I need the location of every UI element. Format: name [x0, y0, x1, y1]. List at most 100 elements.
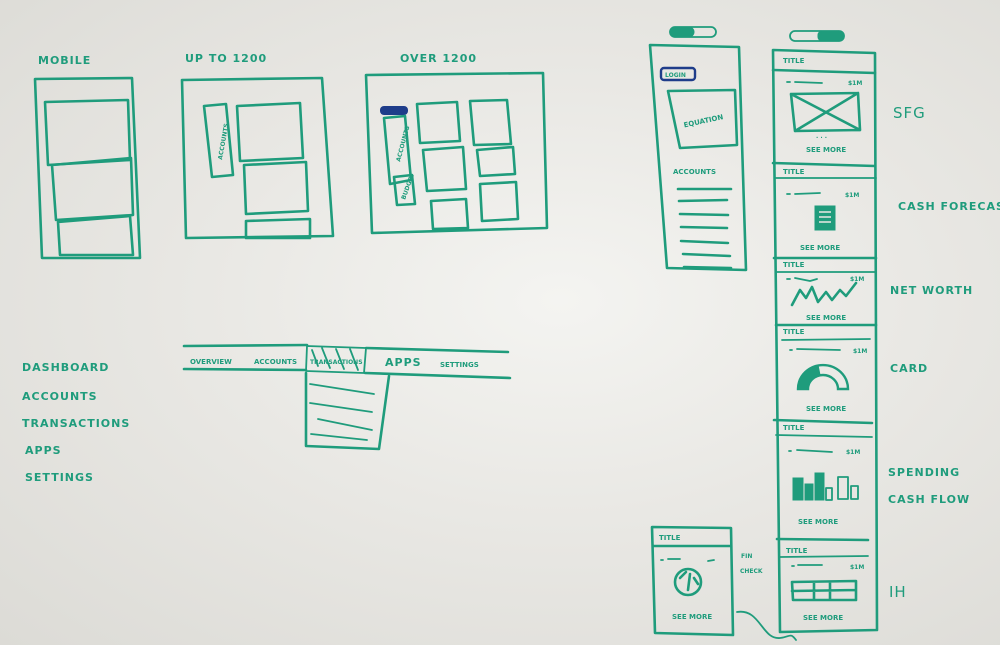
mobile-label: MOBILE — [38, 54, 91, 67]
card-divider — [771, 68, 877, 75]
desktop-frame — [364, 71, 549, 235]
login-button-label: LOGIN — [665, 72, 686, 79]
see-more-link: SEE MORE — [798, 518, 838, 526]
bar — [804, 483, 814, 501]
side-label-cash-forecast: CASH FORECAST — [898, 200, 1000, 213]
side-labels: SFG CASH FORECAST NET WORTH CARD SPENDIN… — [888, 104, 1000, 601]
nav-tab: ACCOUNTS — [254, 358, 297, 366]
gauge-fill — [797, 364, 821, 390]
up-to-1200-label: UP TO 1200 — [185, 52, 267, 65]
pagination-dots: . . . — [816, 133, 827, 140]
fin-check-frame — [650, 525, 735, 637]
phone-frame — [648, 43, 748, 272]
card-subtitle-scribble — [660, 558, 715, 562]
mobile-layout: MOBILE — [33, 54, 142, 260]
fin-check-label: CHECK — [740, 568, 763, 575]
equation-label: EQUATION — [683, 113, 724, 129]
nav-list-item: ACCOUNTS — [22, 390, 98, 403]
phone-cards-sketch: TITLE $1M . . . SEE MORE TITLE $1M SEE M… — [771, 30, 879, 634]
nav-list-item: SETTINGS — [25, 471, 94, 484]
card-divider — [771, 161, 877, 168]
tablet-sidebar — [202, 102, 235, 179]
table-icon — [790, 579, 858, 602]
nav-bar-bottom-line — [182, 367, 512, 380]
card-subtitle-scribble — [774, 177, 877, 195]
bar-chart-icon — [792, 472, 859, 501]
health-dial-icon — [673, 567, 703, 597]
card-value: $1M — [846, 449, 860, 456]
desktop-sidebar — [382, 114, 413, 186]
mobile-frame — [33, 76, 142, 260]
over-1200-label: OVER 1200 — [400, 52, 477, 65]
tablet-block — [244, 217, 312, 240]
account-list-lines — [676, 187, 733, 270]
phone-column-frame — [771, 48, 879, 634]
bar — [850, 485, 859, 500]
card-value: $1M — [850, 276, 864, 283]
equation-box — [666, 88, 739, 150]
card-subtitle-scribble — [779, 555, 869, 567]
see-more-link: SEE MORE — [800, 244, 840, 252]
card-title: TITLE — [783, 424, 805, 432]
card-value: $1M — [850, 564, 864, 571]
desktop-tile — [415, 100, 462, 145]
see-more-link: SEE MORE — [672, 613, 712, 621]
see-more-link: SEE MORE — [806, 314, 846, 322]
nav-list-item: DASHBOARD — [22, 361, 109, 374]
nav-list-item: APPS — [25, 444, 62, 457]
login-button — [659, 66, 697, 82]
card-value: $1M — [853, 348, 867, 355]
side-label-spending: SPENDING — [888, 466, 960, 479]
desktop-tile — [421, 145, 468, 193]
desktop-small-card — [392, 173, 417, 207]
desktop-logo-pill — [380, 106, 408, 115]
nav-tab-active: TRANSACTIONS — [310, 359, 363, 366]
nav-tab-active-hatch — [305, 345, 367, 374]
fin-check-label: FIN — [741, 553, 752, 560]
card-title: TITLE — [783, 261, 805, 269]
line-chart-icon — [790, 281, 858, 307]
clipboard-lines — [819, 211, 831, 223]
see-more-link: SEE MORE — [806, 405, 846, 413]
side-label-sfg: SFG — [893, 104, 926, 122]
bar — [837, 476, 849, 500]
nav-tab: OVERVIEW — [190, 358, 232, 366]
see-more-link: SEE MORE — [803, 614, 843, 622]
bar — [825, 487, 833, 501]
tablet-accounts-label: ACCOUNTS — [217, 123, 230, 161]
nav-list-item: TRANSACTIONS — [22, 417, 130, 430]
phone-login-sketch: LOGIN EQUATION ACCOUNTS — [648, 26, 748, 272]
connector-arrow — [736, 611, 797, 641]
nav-bar-sketch: OVERVIEW ACCOUNTS TRANSACTIONS APPS SETT… — [182, 343, 512, 451]
tablet-block — [235, 101, 305, 163]
marker-cap-fill — [817, 30, 845, 42]
nav-tab: SETTINGS — [440, 361, 479, 369]
card-title: TITLE — [786, 547, 808, 555]
tablet-layout: UP TO 1200 ACCOUNTS — [180, 52, 335, 240]
mobile-block — [56, 214, 135, 257]
marker-cap-fill — [669, 26, 695, 38]
side-label-card: CARD — [890, 362, 928, 375]
desktop-layout: OVER 1200 ACCOUNTS BUDGET — [364, 52, 549, 235]
card-title: TITLE — [659, 534, 681, 542]
mobile-block — [43, 98, 132, 167]
bar — [792, 477, 804, 501]
card-divider — [772, 418, 874, 425]
image-placeholder-icon — [789, 91, 862, 133]
card-title: TITLE — [783, 168, 805, 176]
card-subtitle-scribble — [786, 81, 823, 84]
nav-bar-top-line — [182, 343, 510, 354]
nav-tab: APPS — [385, 356, 422, 369]
card-value: $1M — [848, 80, 862, 87]
clipboard-icon — [814, 205, 836, 231]
card-value: $1M — [845, 192, 859, 199]
card-title: TITLE — [783, 57, 805, 65]
phone-accounts-label: ACCOUNTS — [673, 168, 716, 176]
side-label-cash-flow: CASH FLOW — [888, 493, 970, 506]
health-dial-needle — [678, 570, 700, 592]
desktop-tile — [478, 180, 520, 223]
fin-check-sketch: TITLE SEE MORE FIN CHECK — [650, 525, 797, 641]
desktop-tile — [475, 145, 517, 178]
